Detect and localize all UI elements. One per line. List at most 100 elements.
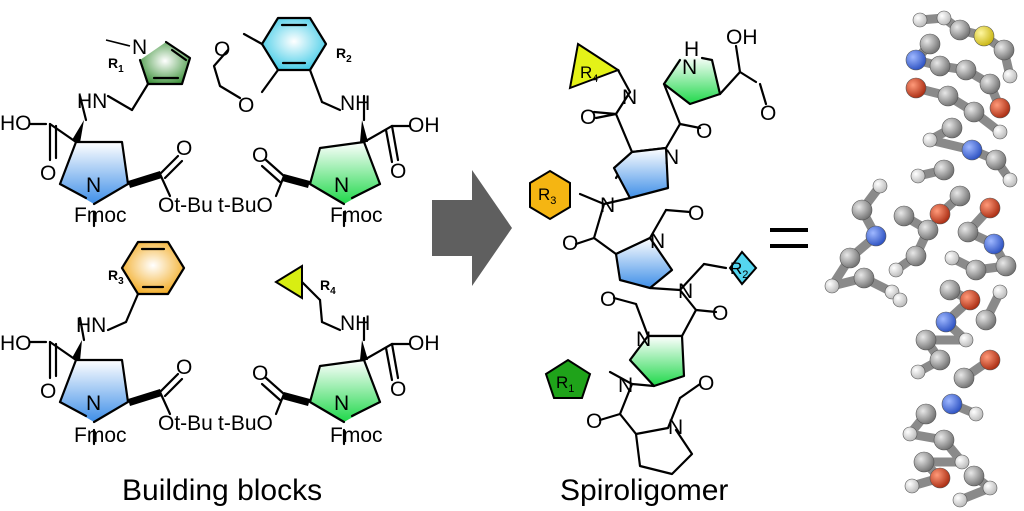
oh-label: OH [408,332,440,355]
n-label: N [86,392,101,415]
atom-ball [963,101,985,123]
ball-and-stick-model [824,10,1018,508]
atom-ball [929,349,951,371]
atom-ball [992,284,1008,300]
pyrrolidine-ring-blue [614,148,668,198]
atom-ball [968,406,984,422]
cyclopropyl-triangle-yellow [274,264,303,300]
o-label: O [712,302,728,325]
fmoc-label: Fmoc [330,424,383,447]
atom-ball [982,480,998,496]
o-label: O [390,378,406,401]
o-label: O [214,38,230,61]
atom-ball [851,199,873,221]
equals-icon [770,228,808,248]
n-label: N [664,146,679,169]
atom-ball [933,429,955,451]
atom-ball [910,364,926,380]
atom-ball [865,225,887,247]
n-label: N [668,416,683,439]
spiroligomer-caption: Spiroligomer [560,474,728,507]
atom-ball [955,59,977,81]
ho-label: HO [0,112,32,135]
atom-ball [941,393,963,415]
nh-label: NH [340,92,370,115]
atom-ball [824,278,840,294]
atom-ball [992,124,1008,140]
atom-ball [919,33,941,55]
o-label: O [176,356,192,379]
spiroligomer-structure: H N OH O N O O N N O O N N O O N N O O N… [529,26,776,476]
atom-ball [910,168,926,184]
pyrrolidine-ring-blue [60,360,128,422]
o-label: O [696,120,712,143]
atom-ball [917,219,939,241]
o-label: O [40,380,56,403]
atom-ball [985,149,1007,171]
atom-ball [958,332,974,348]
atom-ball [957,221,979,243]
n-label: N [334,174,349,197]
o-label: O [238,94,254,117]
building-block-r2: O O NH OH O O t-BuO N Fmoc R2 [212,16,440,228]
o-label: O [252,362,268,385]
atom-ball [983,233,1005,255]
r1-label: R1 [556,373,574,395]
atom-ball [902,426,918,442]
ho-label: HO [0,332,32,355]
right-arrow-icon [432,170,512,286]
atom-ball [961,139,983,161]
o-label: O [688,202,704,225]
r2-label: R2 [730,259,748,281]
atom-ball [941,117,963,139]
atom-ball [905,49,927,71]
atom-ball [952,492,968,508]
atom-ball [975,309,997,331]
benzene-ring-orange [122,242,184,294]
o-label: O [600,288,616,311]
atom-ball [839,247,861,269]
r3-hexagon-orange [529,169,571,221]
oh-label: OH [408,114,440,137]
atom-ball [936,10,952,26]
n-label: N [618,374,633,397]
atom-ball [979,349,1001,371]
r3-label: R3 [538,185,556,207]
atom-ball [872,178,888,194]
nh-h-label: H [684,38,699,61]
atom-ball [935,311,957,333]
atom-ball [939,279,961,301]
atom-ball [995,255,1017,277]
nh-label: NH [340,312,370,335]
atom-ball [963,465,985,487]
r4-label: R4 [320,277,336,297]
r1-pentagon-green [544,358,592,399]
atom-ball [973,25,995,47]
r2-label: R2 [336,45,352,65]
building-block-r1: HN HO O N Fmoc O Ot-Bu N R1 [0,36,213,228]
tbuo-label: t-BuO [218,194,273,217]
o-label: O [176,137,192,160]
o-label: O [580,106,596,129]
atom-ball [893,205,915,227]
atom-ball [922,132,938,148]
atom-ball [905,77,927,99]
pyrrole-ring-green [140,42,190,84]
n-label: N [650,230,665,253]
hn-label: HN [76,314,106,337]
oh-label: OH [726,26,758,49]
fmoc-label: Fmoc [330,204,383,227]
atom-ball [915,403,937,425]
atom-ball [953,367,975,389]
o-label: O [562,232,578,255]
atom-ball [989,97,1011,119]
pyrrole-n-label: N [132,36,147,59]
atom-ball [937,85,959,107]
atom-ball [892,292,908,308]
n-label: N [86,174,101,197]
fmoc-label: Fmoc [74,204,127,227]
atom-ball [904,478,920,494]
o-label: O [586,410,602,433]
atom-ball [965,259,987,281]
